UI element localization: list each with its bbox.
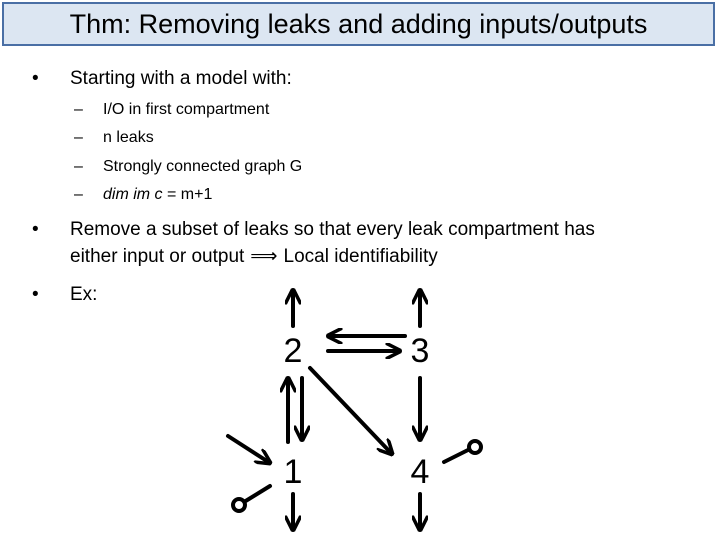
math-dim-im-c: dim im c <box>103 186 163 203</box>
edge-2-to-4 <box>308 366 392 454</box>
sub-bullet-text: dim im c = m+1 <box>103 181 212 209</box>
input-1-arrow <box>226 434 270 463</box>
sub-bullet-text: I/O in first compartment <box>103 101 270 118</box>
dash-marker: – <box>74 186 83 203</box>
slide-title: Thm: Removing leaks and adding inputs/ou… <box>2 2 715 46</box>
bullet-text: either input or output <box>70 246 245 267</box>
bullet-text: Ex: <box>70 284 98 305</box>
node-2-label: 2 <box>284 332 303 370</box>
bullet-remove-leaks-line2: either input or output⟹Local identifiabi… <box>70 245 438 268</box>
sub-bullet-text: n leaks <box>103 129 154 146</box>
bullet-marker: • <box>32 219 39 240</box>
bullet-text: Local identifiability <box>283 246 438 267</box>
node-4-label: 4 <box>411 453 430 491</box>
bullet-marker: • <box>32 68 39 89</box>
bullet-text: Remove a subset of leaks so that every l… <box>70 219 595 240</box>
dash-marker: – <box>74 129 83 146</box>
node-1-label: 1 <box>284 453 303 491</box>
dash-marker: – <box>74 101 83 118</box>
output-1-probe-icon <box>231 497 247 513</box>
implies-symbol: ⟹ <box>250 245 278 267</box>
node-3-label: 3 <box>411 332 430 370</box>
title-text: Thm: Removing leaks and adding inputs/ou… <box>69 8 648 39</box>
dash-marker: – <box>74 158 83 175</box>
sub-bullet-text: Strongly connected graph G <box>103 158 303 175</box>
output-4-line <box>442 447 472 464</box>
bullet-text: Starting with a model with: <box>70 68 292 89</box>
output-4-probe-icon <box>467 439 483 455</box>
math-rest: = m+1 <box>162 186 213 203</box>
output-1-line <box>242 484 272 504</box>
bullet-marker: • <box>32 284 39 305</box>
